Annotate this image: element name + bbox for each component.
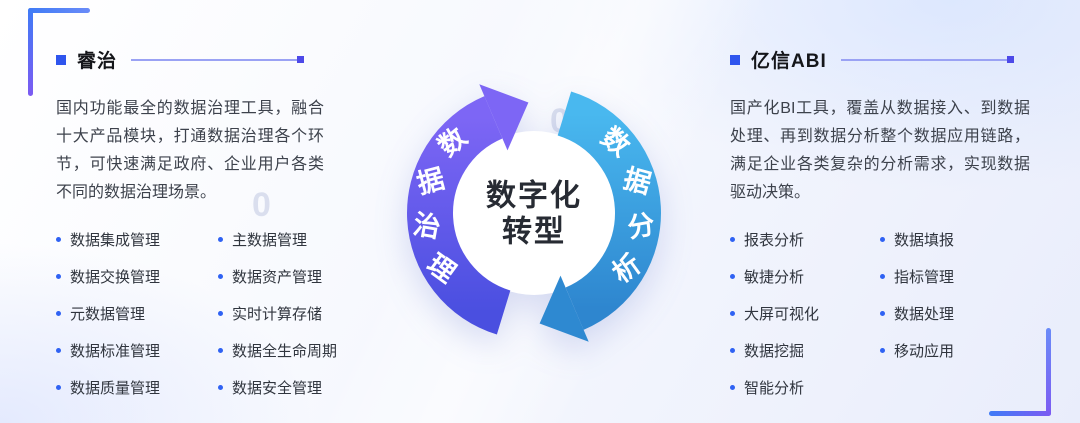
- right-feature-column-2: 数据填报 指标管理 数据处理 移动应用: [880, 229, 954, 414]
- right-panel-title: 亿信ABI: [751, 51, 827, 72]
- bullet-dot-icon: [56, 311, 61, 316]
- feature-label: 数据标准管理: [70, 343, 161, 360]
- left-panel-description: 国内功能最全的数据治理工具，融合十大产品模块，打通数据治理各个环节，可快速满足政…: [56, 100, 324, 201]
- corner-decoration-bottom-right: [1046, 328, 1051, 416]
- bullet-dot-icon: [56, 237, 61, 242]
- feature-item: 实时计算存储: [218, 303, 337, 324]
- feature-label: 数据填报: [894, 232, 955, 249]
- feature-label: 数据处理: [894, 306, 955, 323]
- feature-item: 数据集成管理: [56, 229, 218, 250]
- feature-item: 数据安全管理: [218, 377, 337, 398]
- cycle-diagram-svg: 数 据 治 理 数 据 分 析 数字化 转型: [407, 84, 661, 342]
- right-arc-char: 分: [625, 209, 657, 243]
- feature-label: 数据挖掘: [744, 343, 805, 360]
- bullet-dot-icon: [218, 385, 223, 390]
- bullet-dot-icon: [218, 311, 223, 316]
- feature-item: 敏捷分析: [730, 266, 880, 287]
- feature-label: 数据集成管理: [70, 232, 161, 249]
- header-end-square-icon: [1007, 56, 1014, 63]
- feature-label: 数据全生命周期: [232, 343, 338, 360]
- right-feature-column-1: 报表分析 敏捷分析 大屏可视化 数据挖掘 智能分析: [730, 229, 880, 414]
- bullet-dot-icon: [218, 348, 223, 353]
- corner-decoration-top-left: [28, 8, 33, 96]
- clockwise-arrowhead-top-icon: [479, 84, 529, 151]
- left-panel: 睿治 国内功能最全的数据治理工具，融合十大产品模块，打通数据治理各个环节，可快速…: [56, 46, 342, 414]
- header-end-square-icon: [297, 56, 304, 63]
- feature-item: 报表分析: [730, 229, 880, 250]
- left-arc: [407, 96, 511, 335]
- bullet-dot-icon: [730, 348, 735, 353]
- bullet-dot-icon: [218, 237, 223, 242]
- feature-label: 数据资产管理: [232, 269, 323, 286]
- bullet-dot-icon: [880, 348, 885, 353]
- feature-label: 数据交换管理: [70, 269, 161, 286]
- feature-label: 报表分析: [744, 232, 805, 249]
- feature-item: 移动应用: [880, 340, 954, 361]
- feature-label: 实时计算存储: [232, 306, 323, 323]
- center-title-line2: 转型: [502, 216, 566, 249]
- feature-label: 移动应用: [894, 343, 955, 360]
- right-arc: [557, 91, 661, 330]
- feature-item: 数据资产管理: [218, 266, 337, 287]
- feature-item: 主数据管理: [218, 229, 337, 250]
- bullet-dot-icon: [880, 311, 885, 316]
- right-feature-list: 报表分析 敏捷分析 大屏可视化 数据挖掘 智能分析 数据填报 指标管理 数据处理…: [730, 229, 1052, 414]
- feature-label: 元数据管理: [70, 306, 146, 323]
- left-panel-title: 睿治: [77, 51, 118, 72]
- feature-label: 数据质量管理: [70, 380, 161, 397]
- left-feature-list: 数据集成管理 数据交换管理 元数据管理 数据标准管理 数据质量管理 主数据管理 …: [56, 229, 342, 414]
- feature-label: 敏捷分析: [744, 269, 805, 286]
- bullet-dot-icon: [730, 385, 735, 390]
- corner-decoration-top-left: [28, 8, 90, 13]
- left-feature-column-2: 主数据管理 数据资产管理 实时计算存储 数据全生命周期 数据安全管理: [218, 229, 337, 414]
- feature-item: 智能分析: [730, 377, 880, 398]
- accent-square-icon: [56, 54, 66, 65]
- feature-label: 智能分析: [744, 380, 805, 397]
- header-line: [840, 58, 1007, 61]
- bullet-dot-icon: [218, 274, 223, 279]
- bullet-dot-icon: [880, 237, 885, 242]
- left-feature-column-1: 数据集成管理 数据交换管理 元数据管理 数据标准管理 数据质量管理: [56, 229, 218, 414]
- feature-item: 数据交换管理: [56, 266, 218, 287]
- feature-item: 数据处理: [880, 303, 954, 324]
- right-panel-description: 国产化BI工具，覆盖从数据接入、到数据处理、再到数据分析整个数据应用链路，满足企…: [730, 100, 1030, 201]
- feature-item: 数据标准管理: [56, 340, 218, 361]
- accent-square-icon: [730, 54, 740, 65]
- feature-item: 数据挖掘: [730, 340, 880, 361]
- bullet-dot-icon: [730, 311, 735, 316]
- center-circle: [452, 131, 616, 295]
- bullet-dot-icon: [730, 274, 735, 279]
- cycle-diagram: 数 据 治 理 数 据 分 析 数字化 转型: [384, 63, 684, 363]
- bullet-dot-icon: [56, 348, 61, 353]
- feature-item: 元数据管理: [56, 303, 218, 324]
- header-line: [131, 58, 297, 61]
- feature-item: 指标管理: [880, 266, 954, 287]
- faint-digit-watermark: 0: [252, 186, 271, 224]
- corner-decoration-bottom-right: [989, 411, 1051, 416]
- right-panel: 亿信ABI 国产化BI工具，覆盖从数据接入、到数据处理、再到数据分析整个数据应用…: [730, 46, 1052, 414]
- left-panel-header: 睿治: [56, 46, 342, 73]
- feature-label: 数据安全管理: [232, 380, 323, 397]
- feature-item: 数据质量管理: [56, 377, 218, 398]
- bullet-dot-icon: [880, 274, 885, 279]
- right-panel-header: 亿信ABI: [730, 46, 1052, 73]
- bullet-dot-icon: [56, 274, 61, 279]
- feature-item: 大屏可视化: [730, 303, 880, 324]
- center-title-line1: 数字化: [486, 179, 582, 213]
- feature-item: 数据填报: [880, 229, 954, 250]
- clockwise-arrowhead-bottom-icon: [539, 275, 589, 342]
- feature-label: 指标管理: [894, 269, 955, 286]
- feature-label: 大屏可视化: [744, 306, 820, 323]
- feature-item: 数据全生命周期: [218, 340, 337, 361]
- feature-label: 主数据管理: [232, 232, 308, 249]
- bullet-dot-icon: [56, 385, 61, 390]
- bullet-dot-icon: [730, 237, 735, 242]
- left-arc-char: 治: [411, 209, 443, 243]
